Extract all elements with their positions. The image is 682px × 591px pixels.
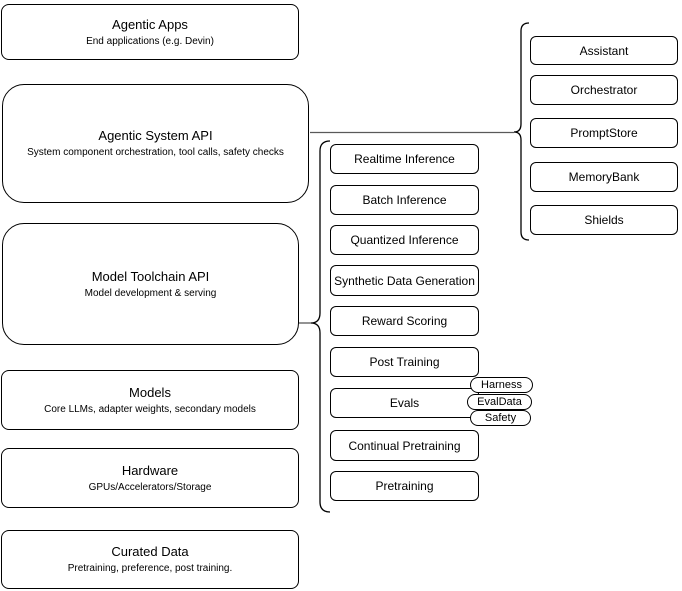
node-subtitle: Core LLMs, adapter weights, secondary mo… — [44, 403, 256, 415]
node-title: Model Toolchain API — [91, 268, 210, 284]
node-curated-data: Curated Data Pretraining, preference, po… — [1, 530, 299, 589]
node-title: Agentic System API — [98, 128, 213, 143]
pill-evaldata: EvalData — [467, 394, 532, 410]
node-memorybank: MemoryBank — [530, 162, 678, 192]
pill-harness: Harness — [470, 377, 533, 393]
node-realtime-inference: Realtime Inference — [330, 144, 479, 174]
node-post-training: Post Training — [330, 347, 479, 377]
node-hardware: Hardware GPUs/Accelerators/Storage — [1, 448, 299, 508]
node-continual-pretraining: Continual Pretraining — [330, 430, 479, 461]
node-batch-inference: Batch Inference — [330, 185, 479, 215]
node-agentic-system-api: Agentic System API System component orch… — [2, 84, 309, 203]
node-models: Models Core LLMs, adapter weights, secon… — [1, 370, 299, 430]
node-subtitle: System component orchestration, tool cal… — [27, 147, 284, 158]
node-title: Hardware — [121, 462, 179, 478]
node-promptstore: PromptStore — [530, 118, 678, 148]
node-subtitle: Model development & serving — [84, 287, 217, 299]
node-subtitle: End applications (e.g. Devin) — [86, 35, 214, 47]
node-assistant: Assistant — [530, 36, 678, 65]
node-evals: Evals — [330, 388, 479, 418]
node-synthetic-data-generation: Synthetic Data Generation — [330, 265, 479, 296]
system-components-brace — [513, 22, 530, 241]
node-subtitle: Pretraining, preference, post training. — [67, 563, 233, 574]
node-reward-scoring: Reward Scoring — [330, 306, 479, 336]
node-orchestrator: Orchestrator — [530, 75, 678, 105]
node-quantized-inference: Quantized Inference — [330, 225, 479, 255]
node-title: Models — [129, 384, 171, 400]
pill-safety: Safety — [470, 410, 531, 426]
node-shields: Shields — [530, 205, 678, 235]
node-pretraining: Pretraining — [330, 471, 479, 501]
node-title: Agentic Apps — [112, 16, 188, 32]
node-title: Curated Data — [111, 544, 189, 559]
node-subtitle: GPUs/Accelerators/Storage — [88, 481, 212, 493]
node-model-toolchain-api: Model Toolchain API Model development & … — [2, 223, 299, 345]
toolchain-brace — [310, 140, 331, 513]
node-agentic-apps: Agentic Apps End applications (e.g. Devi… — [1, 4, 299, 60]
